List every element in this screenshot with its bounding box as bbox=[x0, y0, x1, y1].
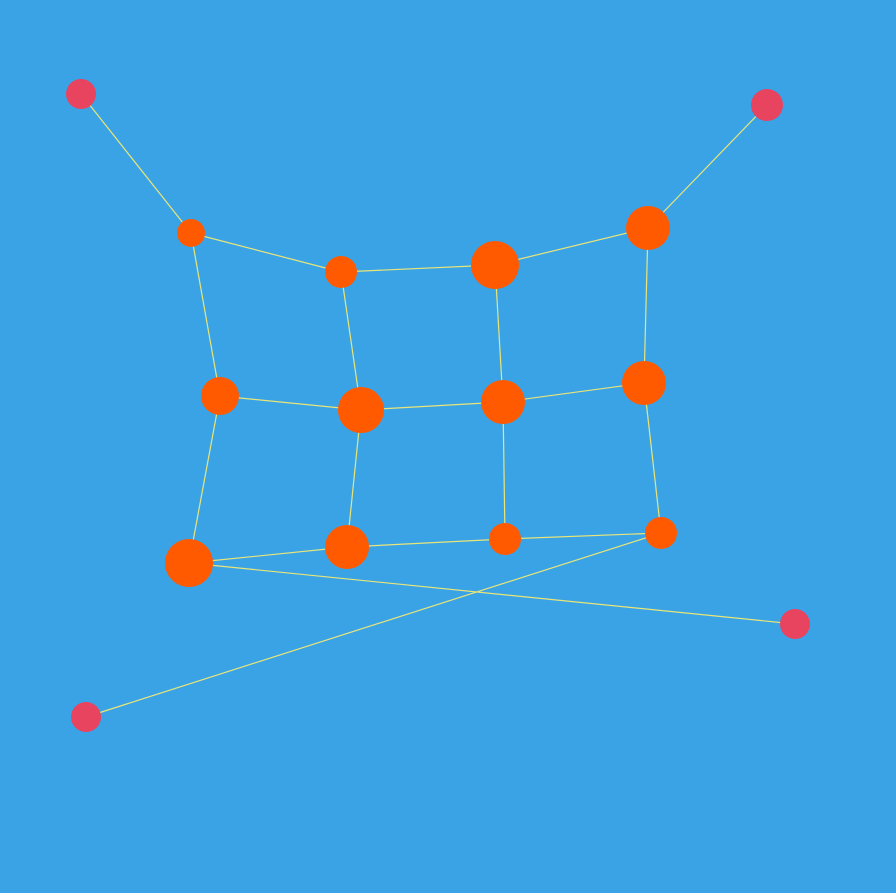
edge-n6-n7 bbox=[360, 401, 504, 411]
node-layer bbox=[66, 79, 810, 732]
graph-node-n11[interactable] bbox=[489, 523, 521, 555]
edge-t2-n4 bbox=[647, 104, 768, 229]
edge-n2-n6 bbox=[340, 271, 362, 411]
graph-node-n5[interactable] bbox=[201, 377, 239, 415]
edge-n7-n11 bbox=[502, 401, 506, 540]
edge-layer bbox=[80, 93, 796, 718]
edge-n3-n4 bbox=[494, 227, 649, 266]
graph-node-n10[interactable] bbox=[325, 525, 369, 569]
graph-node-n4[interactable] bbox=[626, 206, 670, 250]
graph-node-n2[interactable] bbox=[325, 256, 357, 288]
edge-t3-n9 bbox=[188, 562, 796, 625]
graph-node-n9[interactable] bbox=[165, 539, 213, 587]
edge-n1-n2 bbox=[190, 232, 342, 273]
graph-node-t1[interactable] bbox=[66, 79, 96, 109]
edge-n2-n3 bbox=[340, 264, 496, 273]
edge-n4-n8 bbox=[643, 227, 649, 384]
edge-t4-n12 bbox=[85, 532, 662, 718]
edge-n9-n10 bbox=[188, 546, 348, 564]
edge-n10-n11 bbox=[346, 538, 506, 548]
edge-n11-n12 bbox=[504, 532, 662, 540]
graph-node-t4[interactable] bbox=[71, 702, 101, 732]
graph-node-n7[interactable] bbox=[481, 380, 525, 424]
edge-n8-n12 bbox=[643, 382, 662, 534]
graph-node-n12[interactable] bbox=[645, 517, 677, 549]
edge-n5-n9 bbox=[188, 395, 221, 564]
graph-node-t3[interactable] bbox=[780, 609, 810, 639]
graph-node-n1[interactable] bbox=[177, 219, 205, 247]
graph-node-t2[interactable] bbox=[751, 89, 783, 121]
graph-node-n6[interactable] bbox=[338, 387, 384, 433]
edge-n5-n6 bbox=[219, 395, 362, 411]
edge-n1-n5 bbox=[190, 232, 221, 397]
edge-n7-n8 bbox=[502, 382, 645, 403]
edge-t1-n1 bbox=[80, 93, 192, 234]
graph-node-n3[interactable] bbox=[471, 241, 519, 289]
graph-node-n8[interactable] bbox=[622, 361, 666, 405]
